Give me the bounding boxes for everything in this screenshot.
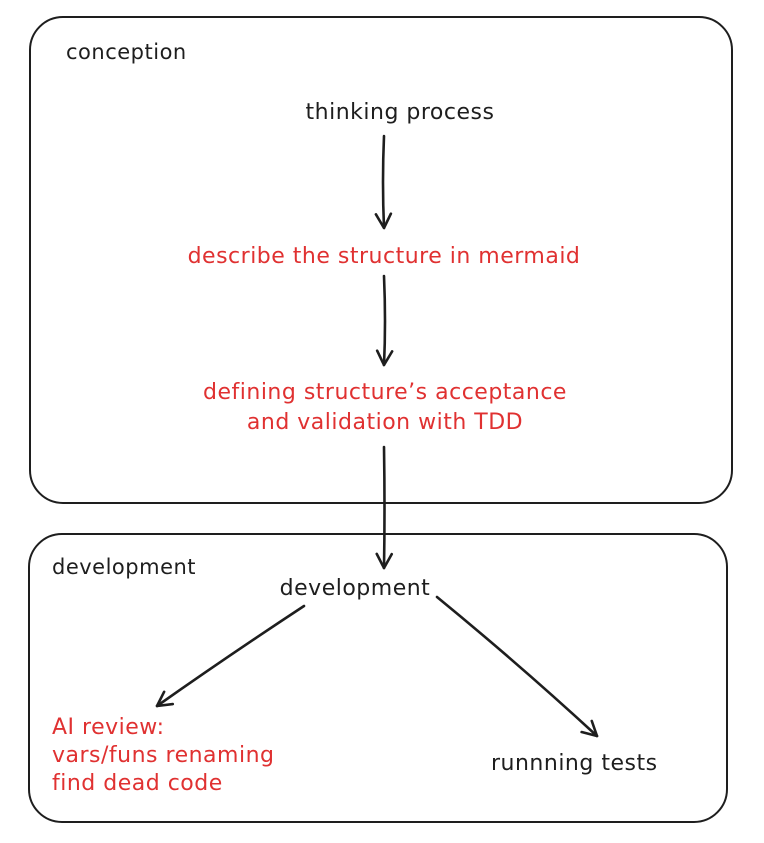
node-ai-review-line3: find dead code bbox=[52, 771, 223, 796]
node-defining-tdd: defining structure’s acceptance and vali… bbox=[185, 378, 585, 438]
conception-frame-label: conception bbox=[66, 40, 187, 64]
node-defining-tdd-line2: and validation with TDD bbox=[246, 410, 524, 435]
node-ai-review-line2: vars/funs renaming bbox=[52, 743, 275, 768]
node-thinking-process: thinking process bbox=[305, 100, 495, 125]
node-ai-review: AI review: vars/funs renaming find dead … bbox=[52, 714, 274, 798]
node-running-tests: runnning tests bbox=[491, 751, 658, 776]
node-development: development bbox=[279, 576, 431, 601]
node-describe-structure-mermaid: describe the structure in mermaid bbox=[187, 244, 581, 269]
node-ai-review-line1: AI review: bbox=[52, 715, 165, 740]
development-frame-label: development bbox=[52, 555, 197, 579]
conception-frame bbox=[29, 16, 733, 504]
development-frame bbox=[28, 533, 728, 823]
node-defining-tdd-line1: defining structure’s acceptance bbox=[203, 380, 567, 405]
